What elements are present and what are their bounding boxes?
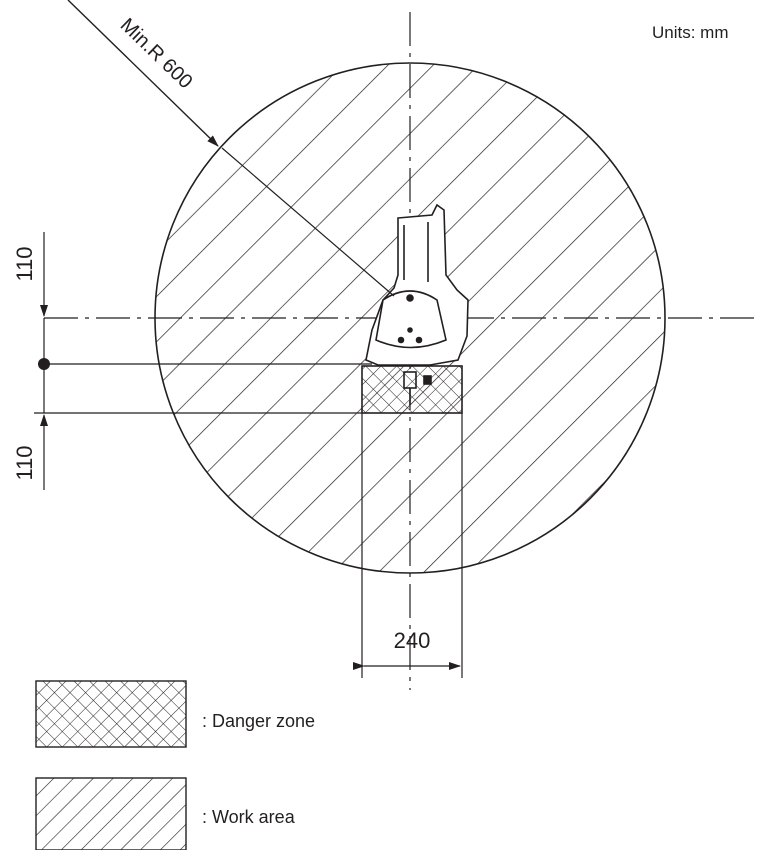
legend-swatch-work-area (35, 777, 187, 850)
radius-leader-line (67, 0, 219, 147)
robot-outline (365, 203, 469, 405)
dimension-lower-label: 110 (12, 445, 37, 480)
radius-line (221, 147, 395, 297)
units-label: Units: mm (652, 23, 729, 42)
legend-swatch-danger-zone (35, 680, 187, 748)
dimension-upper-label: 110 (12, 246, 37, 281)
legend-label-danger-zone: : Danger zone (202, 711, 315, 731)
danger-zone (361, 365, 463, 414)
legend-label-work-area: : Work area (202, 807, 296, 827)
radius-label: Min.R 600 (116, 14, 197, 93)
legend: : Danger zone : Work area (35, 680, 315, 850)
dimension-width-label: 240 (394, 628, 431, 653)
